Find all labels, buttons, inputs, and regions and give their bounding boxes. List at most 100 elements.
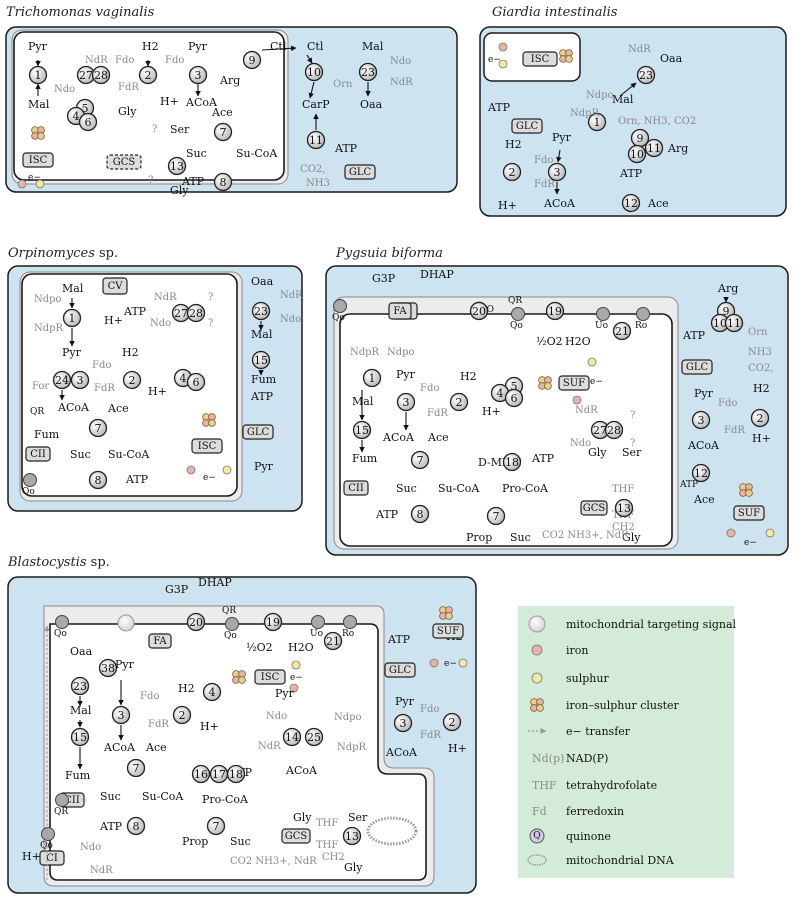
svg-text:11: 11 [309,134,323,147]
enzyme-node-7: 7 [213,122,233,142]
label-ndpo: Ndpo [387,347,415,358]
svg-text:2: 2 [509,166,516,179]
iron-icon [726,528,736,538]
panel-title-blastocystis: Blastocystis sp. [7,555,110,570]
svg-text:CII: CII [64,795,80,806]
svg-text:23: 23 [254,305,268,318]
label-acoa: ACoA [382,431,415,444]
complex-suf: SUF [558,375,590,391]
enzyme-node-15: 15 [352,420,372,440]
svg-text:7: 7 [133,762,140,775]
label-atp: ATP [125,473,149,486]
svg-text:ISC: ISC [29,155,48,166]
enzyme-node-3: 3 [70,370,90,390]
label-g3p: G3P [372,272,396,285]
label-suc: Suc [510,531,531,544]
svg-text:21: 21 [326,635,340,648]
label-mal: Mal [251,328,273,341]
enzyme-node-27: 27 [590,420,610,440]
quinone-icon [41,827,55,841]
enzyme-node-18: 18 [226,764,246,784]
label-suc: Suc [396,482,417,495]
enzyme-node-25: 25 [304,727,324,747]
quinone-icon [23,473,37,487]
label-ser: Ser [348,811,368,824]
label-atp: ATP [375,508,399,521]
sulphur-icon [291,660,301,670]
sulphur-icon [222,465,232,475]
label-fum: Fum [352,452,378,465]
enzyme-node-15: 15 [70,727,90,747]
svg-text:20: 20 [472,305,486,318]
enzyme-node-3: 3 [111,705,131,725]
iron-icon [429,658,439,668]
enzyme-node-19: 19 [545,301,565,321]
svg-text:19: 19 [548,305,562,318]
label-acoa: ACoA [385,746,418,759]
label-pyr: Pyr [396,368,416,381]
label-ndpr: NdpR [34,323,64,334]
label-acoa: ACoA [285,764,318,777]
svg-text:2: 2 [456,396,463,409]
enzyme-node-12: 12 [621,193,641,213]
enzyme-node-12: 12 [691,463,711,483]
svg-text:13: 13 [345,830,359,843]
label-ndr: NdR [390,77,413,88]
complex-suf: SUF [432,623,464,639]
iron-icon [572,395,582,405]
svg-text:7: 7 [213,820,220,833]
mtdna-icon [366,816,418,846]
label-qr: QR [30,407,44,417]
label-pro-coa: Pro-CoA [502,482,549,495]
label-pyr: Pyr [694,387,714,400]
enzyme-node-14: 14 [282,727,302,747]
enzyme-node-19: 19 [263,612,283,632]
label-ser: Ser [622,446,642,459]
reaction-arrow [261,45,297,52]
enzyme-node-9: 9 [242,50,262,70]
enzyme-node-7: 7 [410,450,430,470]
label-hplus: H+ [482,405,501,418]
label-mal: Mal [70,704,92,717]
label-h2: H2 [142,40,159,53]
label-arg: Arg [717,282,738,295]
svg-text:17: 17 [212,768,226,781]
label-hplus: H+ [104,314,123,327]
svg-text:GCS: GCS [285,831,308,842]
label-ndo: Ndo [266,711,287,722]
label-qo: Qo [332,313,345,323]
label-ace: Ace [107,402,129,415]
label-ndpo: Ndpo [34,294,62,305]
label-arg: Arg [219,74,240,87]
label-h2o: H2O [288,641,314,654]
enzyme-node-15: 15 [251,350,271,370]
svg-text:28: 28 [607,424,621,437]
complex-glc: GLC [511,118,543,134]
label-fum: Fum [251,373,277,386]
svg-text:6: 6 [193,376,200,389]
label-thf: THF [316,840,338,851]
iron-icon [531,644,543,656]
svg-text:3: 3 [77,374,84,387]
label-acoa: ACoA [687,439,720,452]
label-h2: H2 [460,370,477,383]
label-orn-nh3-co2: Orn, NH3, CO2 [618,116,696,127]
label-gly: Gly [344,861,363,874]
enzyme-node-6: 6 [78,112,98,132]
label-ndr: NdR [258,741,281,752]
label-half-o2: ½O2 [536,335,563,348]
quinone-icon [596,307,610,321]
enzyme-node-3: 3 [393,713,413,733]
svg-text:12: 12 [624,197,638,210]
label-atp: ATP [387,633,411,646]
label-h2: H2 [122,346,139,359]
legend-key-fd: Fd [532,805,547,818]
enzyme-node-8: 8 [213,172,233,192]
label-ctl: Ctl [307,40,324,53]
svg-text:23: 23 [361,66,375,79]
svg-text:GLC: GLC [349,167,372,178]
enzyme-node-28: 28 [186,303,206,323]
svg-text:18: 18 [505,456,519,469]
